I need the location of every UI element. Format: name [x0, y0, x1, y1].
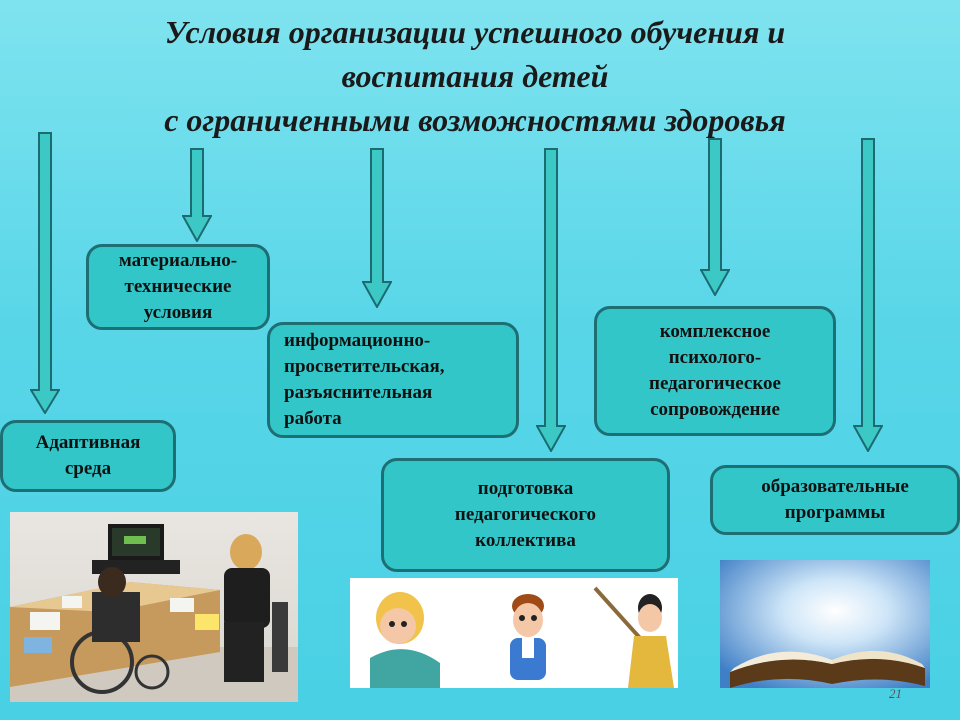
- box-text-line: технические: [124, 276, 232, 297]
- cartoon-teachers-image: [350, 578, 678, 688]
- box-informational-work: информационно- просветительская, разъясн…: [267, 322, 519, 438]
- box-complex-support: комплексное психолого- педагогическое со…: [594, 306, 836, 436]
- arrow-down-icon: [536, 148, 566, 452]
- page-number: 21: [889, 686, 902, 701]
- box-text-line: просветительская,: [284, 356, 445, 377]
- box-staff-training: подготовка педагогического коллектива: [381, 458, 670, 572]
- arrow-down-icon: [853, 138, 883, 452]
- box-text-line: работа: [284, 408, 342, 429]
- box-text-line: материально-: [118, 250, 238, 271]
- box-text-line: образовательные: [761, 476, 909, 497]
- box-text-line: педагогическое: [649, 373, 781, 394]
- box-text-line: подготовка: [477, 478, 574, 499]
- slide-title: Условия организации успешного обучения и…: [20, 10, 930, 142]
- box-text-line: программы: [784, 502, 886, 523]
- box-text-line: информационно-: [284, 330, 431, 351]
- arrow-down-icon: [700, 138, 730, 296]
- open-book-image: [720, 560, 930, 688]
- box-text-line: Адаптивная: [35, 432, 141, 453]
- box-text-line: психолого-: [668, 347, 762, 368]
- box-text-line: коллектива: [475, 530, 576, 551]
- title-line-1: Условия организации успешного обучения и: [164, 14, 786, 50]
- box-text-line: сопровождение: [650, 399, 780, 420]
- box-text-line: условия: [143, 302, 213, 323]
- box-adaptive-environment: Адаптивная среда: [0, 420, 176, 492]
- box-text-line: разъяснительная: [284, 382, 433, 403]
- box-text-line: среда: [64, 458, 112, 479]
- arrow-down-icon: [30, 132, 60, 414]
- title-line-3: с ограниченными возможностями здоровья: [164, 102, 786, 138]
- title-line-2: воспитания детей: [341, 58, 609, 94]
- box-material-technical: материально- технические условия: [86, 244, 270, 330]
- classroom-photo: [10, 512, 298, 702]
- box-educational-programs: образовательные программы: [710, 465, 960, 535]
- arrow-down-icon: [182, 148, 212, 242]
- box-text-line: комплексное: [659, 321, 771, 342]
- arrow-down-icon: [362, 148, 392, 308]
- box-text-line: педагогического: [454, 504, 597, 525]
